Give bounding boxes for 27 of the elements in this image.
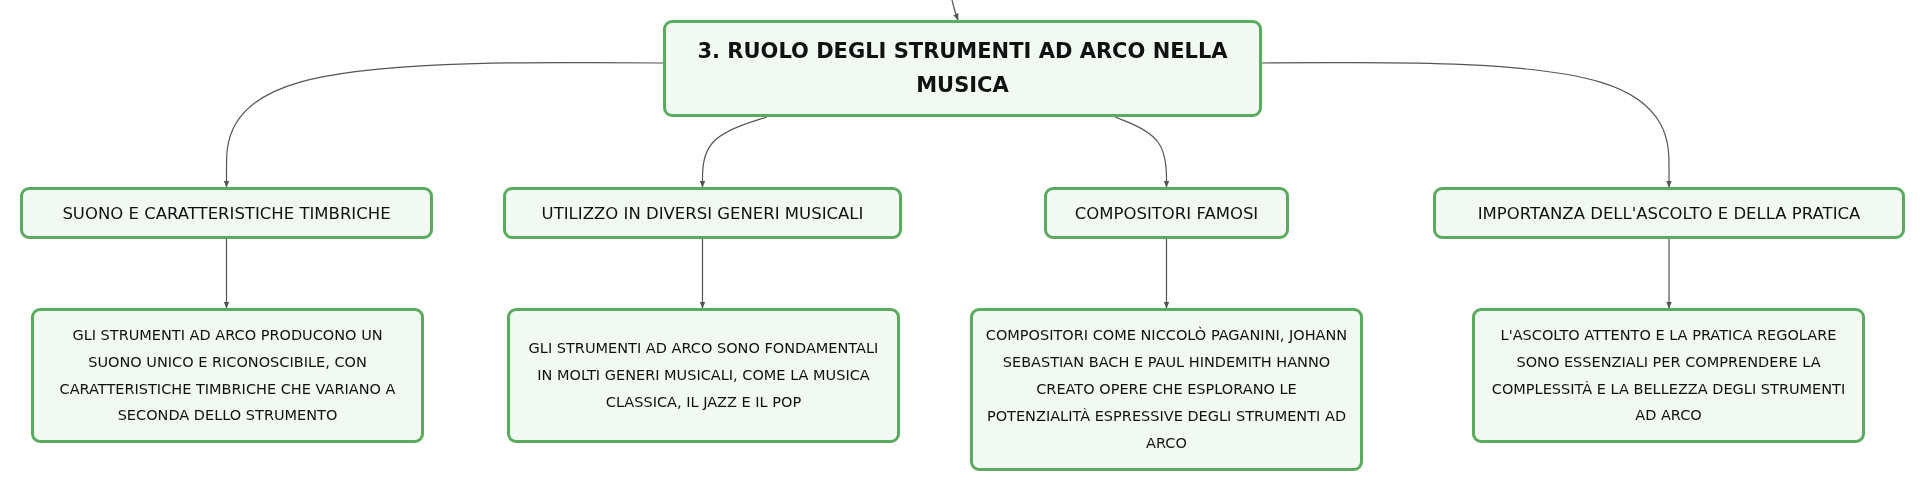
- connector-arrow: [223, 238, 230, 309]
- subtopic-box: [503, 187, 902, 239]
- node-text: IMPORTANZA DELL'ASCOLTO E DELLA PRATICA: [1477, 203, 1861, 223]
- connector-arrow: [699, 116, 768, 188]
- node-text: UTILIZZO IN DIVERSI GENERI MUSICALI: [541, 203, 864, 223]
- subtopic-box: [1433, 187, 1905, 239]
- detail-box: [507, 308, 900, 443]
- connector-arrow: [1666, 238, 1672, 309]
- subtopic-box: [1044, 187, 1289, 239]
- detail-box: [970, 308, 1363, 471]
- connector-arrow: [1261, 61, 1672, 188]
- node-text: COMPOSITORI FAMOSI: [1074, 203, 1259, 223]
- detail-box: [1472, 308, 1865, 443]
- node-text: 3. RUOLO DEGLI STRUMENTI AD ARCO NELLA MUSICA: [696, 37, 1229, 99]
- node-text: COMPOSITORI COME NICCOLÒ PAGANINI, JOHANN SEBASTIAN BACH E PAUL HINDEMITH HANNO CREATO OPERE CHE ESPLORANO LE POTENZIALITÀ ESPRESSIVE DEGLI STRUMENTI AD ARCO: [984, 325, 1349, 453]
- node-text: GLI STRUMENTI AD ARCO SONO FONDAMENTALI IN MOLTI GENERI MUSICALI, COME LA MUSICA CLASSICA, IL JAZZ E IL POP: [527, 339, 880, 412]
- detail-box: [31, 308, 424, 443]
- node-text: GLI STRUMENTI AD ARCO PRODUCONO UN SUONO UNICO E RICONOSCIBILE, CON CARATTERISTICHE TIMBRICHE CHE VARIANO A SECONDA DELLO STRUMENTO: [58, 325, 397, 426]
- node-text: L'ASCOLTO ATTENTO E LA PRATICA REGOLARE SONO ESSENZIALI PER COMPRENDERE LA COMPLESSITÀ E LA BELLEZZA DEGLI STRUMENTI AD ARCO: [1490, 325, 1847, 426]
- connector-arrow: [1114, 116, 1170, 188]
- connector-arrow: [951, 0, 959, 21]
- connector-arrow: [699, 238, 706, 309]
- topic-box: [663, 20, 1262, 117]
- connector-arrow: [1163, 238, 1170, 309]
- connector-arrow: [223, 61, 664, 188]
- node-text: SUONO E CARATTERISTICHE TIMBRICHE: [62, 203, 391, 223]
- subtopic-box: [20, 187, 433, 239]
